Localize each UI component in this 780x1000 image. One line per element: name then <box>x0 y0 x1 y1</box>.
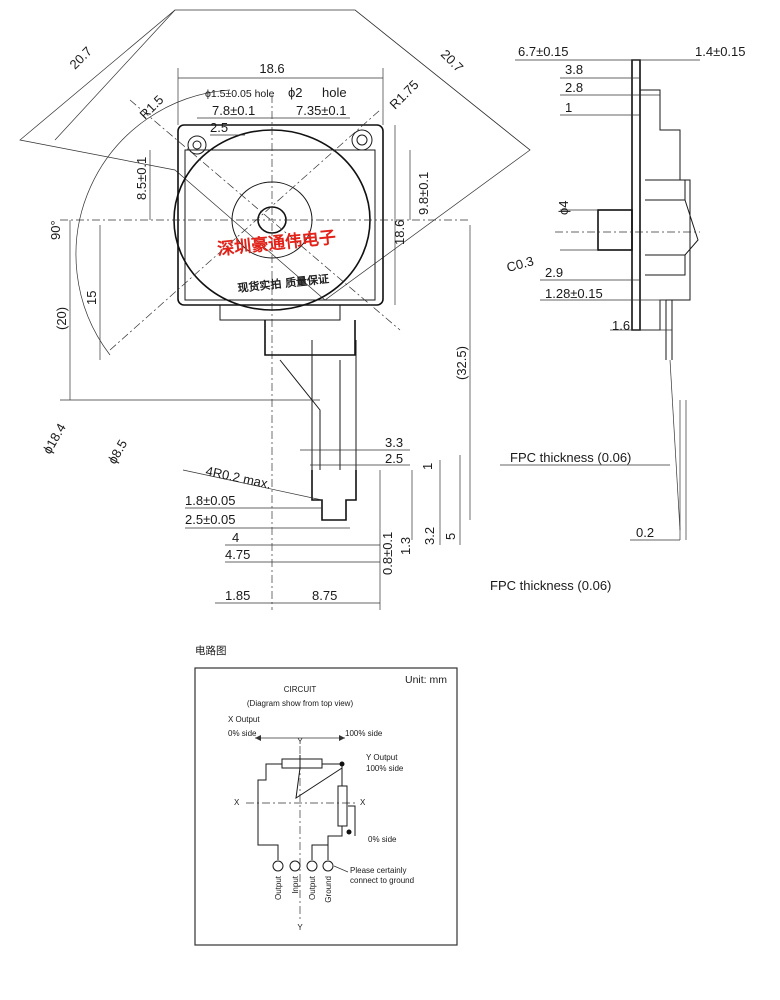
side-housing-plate <box>631 59 641 331</box>
dim-6-7: 6.7±0.15 <box>518 44 569 59</box>
dim-5: 5 <box>443 533 458 540</box>
pin-4 <box>322 860 334 872</box>
dim-phi-4: ϕ4 <box>556 200 571 215</box>
dim-9-8: 9.8±0.1 <box>416 172 431 215</box>
pin-3 <box>306 860 318 872</box>
dim-2-5b: 2.5±0.05 <box>185 512 236 527</box>
circuit-caption: 电路图 <box>195 644 227 657</box>
circuit-y-100: 100% side <box>366 764 404 773</box>
dim-1-85: 1.85 <box>225 588 250 603</box>
terminal-detail <box>182 449 461 610</box>
circuit-x-output: X Output <box>228 715 260 724</box>
circuit-box <box>194 667 458 946</box>
dim-1-6: 1.6 <box>612 318 630 333</box>
pin-label-4: Ground <box>324 876 333 903</box>
dim-18-6-vertical: 18.6 <box>392 220 407 245</box>
terminal-base <box>264 320 356 356</box>
side-shaft <box>597 209 633 251</box>
dim-7-8: 7.8±0.1 <box>212 103 255 118</box>
dim-hole-a: ϕ1.5±0.05 hole <box>205 88 275 100</box>
circuit-x-left: X <box>234 798 240 807</box>
dim-2-5: 2.5 <box>210 120 228 135</box>
ground-note-2: connect to ground <box>350 876 414 885</box>
housing-inner <box>184 149 376 301</box>
dim-hole-b: ϕ2 <box>288 85 303 100</box>
dim-1-terminal: 1 <box>420 463 435 470</box>
circuit-y-output: Y Output <box>366 753 398 762</box>
mount-hole-right <box>351 129 373 151</box>
dim-3-2: 3.2 <box>422 527 437 545</box>
circuit-y-0: 0% side <box>368 835 397 844</box>
circuit-subtitle: (Diagram show from top view) <box>247 699 354 708</box>
side-view <box>500 59 700 541</box>
dim-15: 15 <box>84 291 99 305</box>
dim-r1-75: R1.75 <box>387 77 422 112</box>
fpc-thickness-note: FPC thickness (0.06) <box>490 578 611 593</box>
dim-2-9: 2.9 <box>545 265 563 280</box>
dim-phi-18-4: ϕ18.4 <box>40 421 69 457</box>
pin-1 <box>272 860 284 872</box>
dim-2-5-terminal: 2.5 <box>385 451 403 466</box>
dim-1-4: 1.4±0.15 <box>695 44 746 59</box>
dim-8-5: 8.5±0.1 <box>134 157 149 200</box>
dim-18-6: 18.6 <box>259 61 284 76</box>
dim-32-5: (32.5) <box>454 346 469 380</box>
dim-0-8: 0.8±0.1 <box>380 532 395 575</box>
dim-20-7-right: 20.7 <box>438 47 467 76</box>
circuit-unit: Unit: mm <box>405 674 447 686</box>
pin-label-2: Input <box>291 875 300 894</box>
dim-7-35: 7.35±0.1 <box>296 103 347 118</box>
dim-4-75: 4.75 <box>225 547 250 562</box>
circuit-y-bottom: Y <box>297 923 303 932</box>
dim-phi-8-5: ϕ8.5 <box>105 437 131 466</box>
dim-20-7-left: 20.7 <box>67 44 96 73</box>
circuit-y-top: Y <box>297 737 303 746</box>
dim-hole-b-suffix: hole <box>322 85 347 100</box>
dim-4: 4 <box>232 530 239 545</box>
dim-1-side: 1 <box>565 100 572 115</box>
dim-1-3: 1.3 <box>398 537 413 555</box>
outer-arc <box>75 89 231 356</box>
dim-2-8: 2.8 <box>565 80 583 95</box>
circuit-title: CIRCUIT <box>284 685 317 694</box>
terminal-tip <box>311 470 357 521</box>
front-view <box>19 9 531 610</box>
circuit-x-0: 0% side <box>228 729 257 738</box>
dim-4r0-2: 4R0.2 max. <box>204 463 272 491</box>
dim-angle-90: 90° <box>48 220 63 240</box>
pin-label-1: Output <box>274 875 283 900</box>
dim-3-8: 3.8 <box>565 62 583 77</box>
pin-2 <box>289 860 301 872</box>
circuit-x-right: X <box>360 798 366 807</box>
dim-0-2: 0.2 <box>636 525 654 540</box>
dim-1-28: 1.28±0.15 <box>545 286 603 301</box>
dim-3-3: 3.3 <box>385 435 403 450</box>
dim-c0-3: C0.3 <box>505 253 535 275</box>
watermark-sub: 现货实拍 质量保证 <box>237 271 330 295</box>
circuit-schematic <box>246 735 358 922</box>
fpc-thickness-side: FPC thickness (0.06) <box>510 450 631 465</box>
ground-note-1: Please certainly <box>350 866 406 875</box>
dim-r1-5: R1.5 <box>137 92 167 122</box>
pin-label-3: Output <box>308 875 317 900</box>
dim-8-75: 8.75 <box>312 588 337 603</box>
circuit-x-100: 100% side <box>345 729 383 738</box>
dim-1-8: 1.8±0.05 <box>185 493 236 508</box>
mount-hole-left <box>187 135 207 155</box>
dim-20: (20) <box>54 307 69 330</box>
